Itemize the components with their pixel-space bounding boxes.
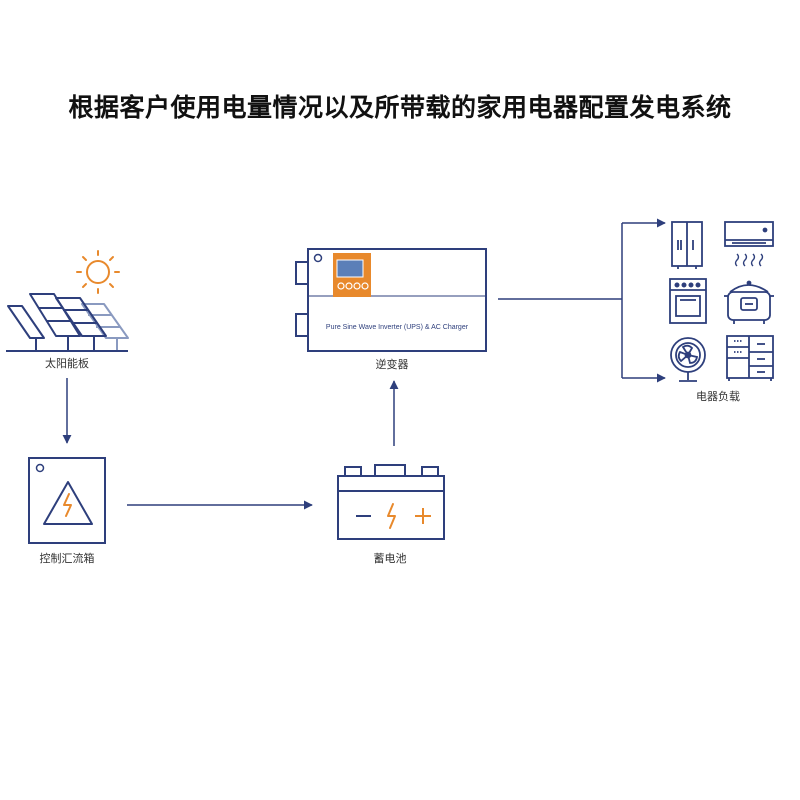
- cabinet-icon: [726, 335, 774, 381]
- appliances-label: 电器负载: [696, 390, 740, 403]
- battery-label: 蓄电池: [373, 552, 407, 565]
- inverter-label: 逆变器: [375, 358, 409, 371]
- fridge-icon: [671, 221, 703, 269]
- solar-panel-icon: [6, 293, 129, 352]
- combiner-box-icon: [28, 457, 106, 544]
- rice-cooker-icon: [724, 280, 774, 324]
- fan-icon: [670, 337, 706, 382]
- connector-inverter-to-appliances: [498, 218, 666, 383]
- sun-icon: [76, 250, 120, 294]
- solar-panel-label: 太阳能板: [45, 357, 89, 370]
- page-title: 根据客户使用电量情况以及所带载的家用电器配置发电系统: [68, 93, 732, 122]
- oven-icon: [669, 278, 707, 324]
- battery-icon: [337, 464, 445, 540]
- inverter-icon: [295, 248, 487, 352]
- air-conditioner-icon: [724, 221, 774, 267]
- inverter-panel-text: Pure Sine Wave Inverter (UPS) & AC Charg…: [326, 324, 469, 331]
- controller-label: 控制汇流箱: [39, 552, 95, 565]
